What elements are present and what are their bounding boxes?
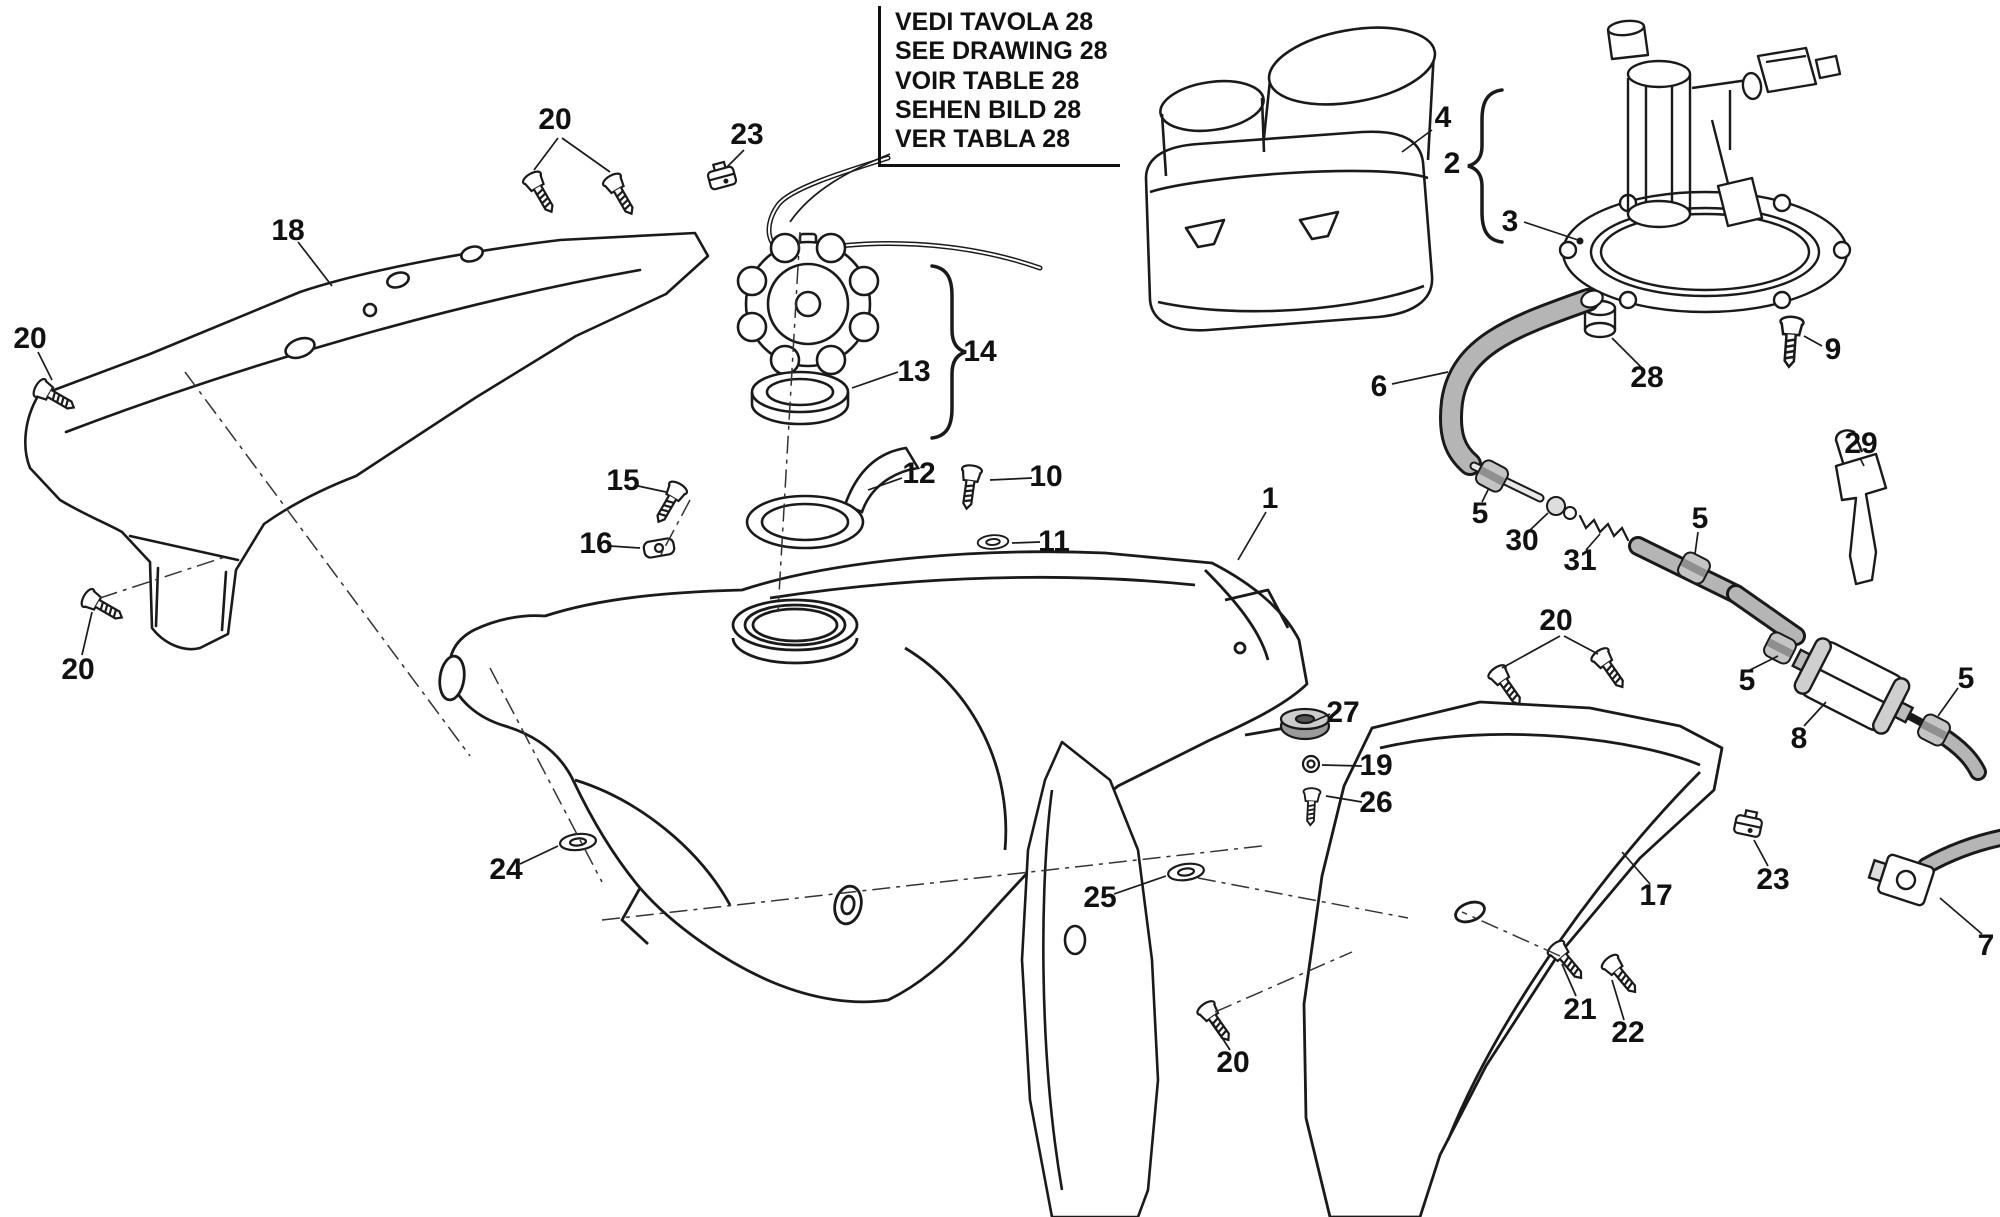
part-callout-23-a: 23: [730, 118, 764, 151]
part-callout-13: 13: [897, 355, 931, 388]
part-17-side-panel-inner: [1020, 740, 1160, 1217]
part-callout-22: 22: [1611, 1016, 1645, 1049]
part-1-fuel-tank: [438, 550, 1311, 1004]
note-line-english: SEE DRAWING 28: [895, 37, 1108, 66]
part-callout-21: 21: [1563, 993, 1597, 1026]
part-callout-29: 29: [1844, 427, 1878, 460]
part-callout-5-d: 5: [1957, 662, 1975, 695]
part-callout-7: 7: [1977, 929, 1995, 962]
part-callout-2: 2: [1443, 147, 1461, 180]
part-27-grommet: [1279, 707, 1331, 741]
part-23-clip-a: [704, 159, 738, 192]
part-callout-1: 1: [1261, 482, 1279, 515]
part-25-washer: [1165, 860, 1207, 884]
note-line-german: SEHEN BILD 28: [895, 95, 1082, 124]
part-29-bracket: [1834, 429, 1888, 586]
part-18-left-cover: [24, 231, 710, 651]
construction-lines: [99, 231, 1561, 1013]
part-callout-25: 25: [1083, 881, 1117, 914]
part-20-screw-a: [519, 168, 562, 218]
part-4-canister: [1144, 26, 1437, 332]
part-8-fuel-filter: [1791, 637, 1915, 735]
part-callout-14: 14: [963, 335, 997, 368]
part-callout-26: 26: [1359, 786, 1393, 819]
leader-lines: [37, 129, 1983, 1051]
part-10-screw: [955, 463, 984, 512]
part-callout-23-b: 23: [1756, 863, 1790, 896]
part-callout-3: 3: [1501, 205, 1519, 238]
part-callout-11: 11: [1038, 525, 1070, 558]
part-callout-10: 10: [1029, 460, 1063, 493]
note-line-spanish: VER TABLA 28: [895, 125, 1071, 153]
part-13-gasket: [750, 370, 850, 426]
part-11-washer: [976, 533, 1010, 551]
reference-note-box: VEDI TAVOLA 28 SEE DRAWING 28 VOIR TABLE…: [878, 6, 1120, 168]
part-9-bolt: [1776, 314, 1806, 369]
part-callout-15: 15: [606, 464, 640, 497]
part-callout-20-e: 20: [1216, 1046, 1250, 1079]
note-line-italian: VEDI TAVOLA 28: [895, 8, 1094, 36]
part-callout-8: 8: [1790, 722, 1808, 755]
part-23-clip-b: [1732, 807, 1765, 839]
part-22-screw: [1598, 951, 1644, 1000]
part-callout-9: 9: [1824, 333, 1842, 366]
part-15-screw: [648, 478, 691, 528]
part-24-washer: [558, 831, 598, 853]
part-callout-20-d: 20: [1539, 604, 1573, 637]
part-19-washer: [1301, 754, 1321, 774]
part-6-fuel-hose: [1439, 288, 1604, 476]
part-callout-27: 27: [1326, 696, 1360, 729]
part-callout-19: 19: [1359, 749, 1393, 782]
part-callout-30: 30: [1505, 524, 1539, 557]
part-16-plate: [642, 537, 676, 559]
part-callout-5-a: 5: [1471, 497, 1489, 530]
part-callout-5-b: 5: [1691, 502, 1709, 535]
part-callout-20-b: 20: [13, 322, 47, 355]
part-callout-28: 28: [1630, 361, 1664, 394]
part-20-screw-d: [78, 585, 128, 628]
part-callout-16: 16: [579, 527, 613, 560]
part-2-fuel-pump: [1558, 19, 1852, 314]
part-12-filler-neck: [745, 446, 921, 550]
part-callout-5-c: 5: [1738, 664, 1756, 697]
part-14-filler-cap: [736, 232, 880, 376]
part-callout-20-c: 20: [61, 653, 95, 686]
part-callout-17: 17: [1639, 879, 1673, 912]
note-line-french: VOIR TABLE 28: [895, 66, 1080, 95]
part-7-quick-connector: [1867, 828, 2000, 907]
part-callout-6: 6: [1370, 370, 1388, 403]
part-20-screw-b: [599, 170, 642, 220]
part-callout-4: 4: [1434, 101, 1452, 134]
part-26-screw: [1300, 786, 1322, 827]
part-callout-12: 12: [902, 457, 936, 490]
part-callout-18: 18: [271, 214, 305, 247]
grouping-braces: [930, 88, 1504, 440]
part-callout-20-a: 20: [538, 103, 572, 136]
part-callout-24: 24: [489, 853, 523, 886]
part-callout-31: 31: [1563, 544, 1597, 577]
